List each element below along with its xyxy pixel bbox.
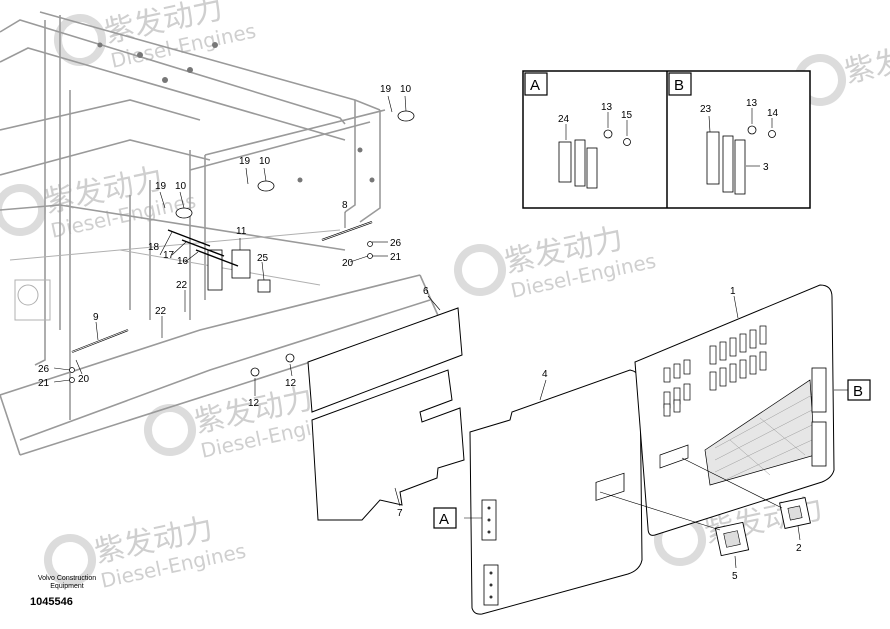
detail-a: A 24 13 15 — [524, 72, 633, 189]
drawing-number: 1045546 — [30, 596, 73, 608]
callout-18: 18 — [148, 242, 160, 253]
callout-19: 19 — [380, 84, 392, 95]
callout-25: 25 — [257, 253, 269, 264]
callout-16: 16 — [177, 256, 189, 267]
marker-a-letter: A — [439, 511, 449, 528]
leader-lines — [53, 95, 848, 569]
part-5-latch — [714, 521, 750, 557]
callout-21: 21 — [390, 252, 402, 263]
detail-b-callout-3: 3 — [763, 162, 769, 173]
callout-21: 21 — [38, 378, 50, 389]
hardware — [69, 110, 415, 383]
callout-8: 8 — [342, 200, 348, 211]
detail-b-letter: B — [674, 77, 684, 94]
callout-19: 19 — [155, 181, 167, 192]
part-callouts: 19 10 19 10 19 10 8 26 21 20 11 25 18 17… — [38, 84, 802, 582]
detail-b-callout-13: 13 — [746, 98, 758, 109]
detail-a-callout-15: 15 — [621, 110, 633, 121]
callout-9: 9 — [93, 312, 99, 323]
part-4-door — [469, 369, 643, 615]
part-6-plate — [307, 307, 463, 413]
callout-7: 7 — [397, 508, 403, 519]
watermark-cn: 紫发动力 — [841, 31, 890, 90]
callout-20: 20 — [78, 374, 90, 385]
view-marker-a: A — [433, 507, 457, 529]
callout-2: 2 — [796, 543, 802, 554]
part-1-door — [634, 284, 835, 536]
detail-a-letter: A — [530, 77, 540, 94]
part-7-insulation — [311, 369, 465, 521]
brand-line-2: Equipment — [50, 583, 84, 590]
callout-10: 10 — [175, 181, 187, 192]
callout-19: 19 — [239, 156, 251, 167]
callout-4: 4 — [542, 369, 548, 380]
callout-26: 26 — [38, 364, 50, 375]
brand-line-1: Volvo Construction — [37, 575, 97, 582]
detail-a-callout-13: 13 — [601, 102, 613, 113]
callout-17: 17 — [163, 250, 175, 261]
callout-5: 5 — [732, 571, 738, 582]
callout-26: 26 — [390, 238, 402, 249]
callout-11: 11 — [236, 226, 247, 237]
drawing-footer: Volvo Construction Equipment 1045546 — [30, 575, 104, 608]
detail-a-callout-24: 24 — [558, 114, 570, 125]
part-2-latch — [779, 497, 811, 529]
detail-b-callout-23: 23 — [700, 104, 712, 115]
callout-12: 12 — [285, 378, 297, 389]
callout-12: 12 — [248, 398, 260, 409]
detail-b-callout-14: 14 — [767, 108, 779, 119]
callout-6: 6 — [423, 286, 429, 297]
marker-b-letter: B — [853, 383, 863, 400]
callout-1: 1 — [730, 286, 736, 297]
detail-views: A 24 13 15 B 23 13 — [522, 70, 811, 209]
callout-22: 22 — [176, 280, 188, 291]
detail-b: B 23 13 14 3 — [668, 72, 779, 195]
machine-frame — [0, 11, 441, 456]
callout-22: 22 — [155, 306, 167, 317]
view-marker-b: B — [847, 379, 871, 401]
callout-20: 20 — [342, 258, 354, 269]
callout-10: 10 — [400, 84, 412, 95]
callout-10: 10 — [259, 156, 271, 167]
